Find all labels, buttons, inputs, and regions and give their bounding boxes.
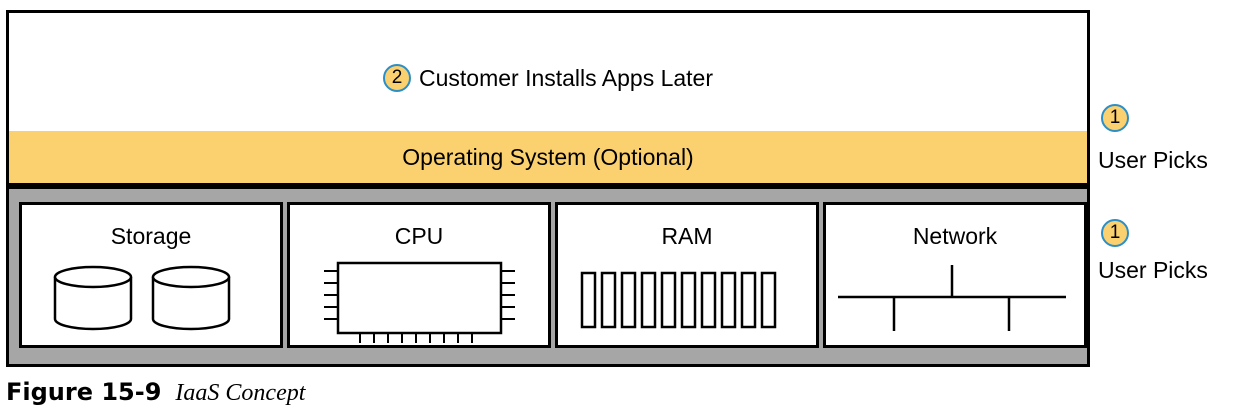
os-layer-label: Operating System (Optional): [402, 144, 694, 170]
network-bus-icon: [838, 265, 1066, 331]
apps-layer-label: 2 Customer Installs Apps Later: [9, 63, 1087, 94]
network-box: Network: [823, 202, 1087, 348]
apps-layer-text: Customer Installs Apps Later: [418, 65, 714, 91]
user-picks-hardware-label: User Picks: [1098, 257, 1208, 283]
network-label: Network: [912, 223, 998, 249]
storage-disks-icon: [53, 265, 231, 331]
ram-label: RAM: [661, 223, 713, 249]
apps-layer: 2 Customer Installs Apps Later: [6, 10, 1090, 134]
cpu-chip-icon: [324, 261, 515, 343]
storage-label: Storage: [110, 223, 192, 249]
step-1-badge-os: 1: [1101, 104, 1129, 132]
hardware-layer: Storage CPU: [6, 186, 1090, 367]
figure-caption: Figure 15-9 IaaS Concept: [6, 378, 305, 407]
os-layer: Operating System (Optional): [6, 131, 1090, 186]
ram-module-icon: [580, 271, 777, 329]
storage-box: Storage: [19, 202, 283, 348]
figure-number: Figure 15-9: [6, 378, 162, 406]
step-1-badge-hardware: 1: [1101, 219, 1129, 247]
user-picks-os-label: User Picks: [1098, 147, 1208, 173]
ram-box: RAM: [555, 202, 819, 348]
cpu-box: CPU: [287, 202, 551, 348]
cpu-label: CPU: [394, 223, 444, 249]
figure-title: IaaS Concept: [175, 380, 306, 406]
step-2-badge: 2: [382, 63, 411, 92]
